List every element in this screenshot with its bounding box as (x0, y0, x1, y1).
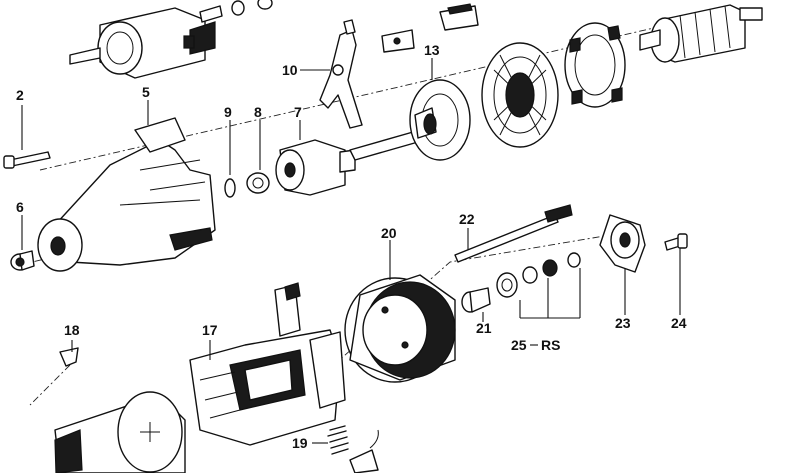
magnet-holder (564, 22, 626, 108)
solenoid-switch (69, 5, 223, 79)
top-washers (231, 0, 273, 16)
callout-17: 17 (202, 322, 218, 338)
callout-6: 6 (16, 199, 24, 215)
thrust-collar (246, 172, 270, 194)
callout-2: 2 (16, 87, 24, 103)
brush-spring (327, 425, 349, 455)
callout-23: 23 (615, 315, 631, 331)
pole-housing (481, 42, 559, 148)
through-bolt (3, 151, 51, 169)
callout-7: 7 (294, 104, 302, 120)
callout-9: 9 (224, 104, 232, 120)
brush-holder (189, 282, 346, 446)
carbon-brush (349, 429, 379, 473)
callout-18: 18 (64, 322, 80, 338)
callout-labels: 2 5 6 7 8 9 10 13 17 18 19 20 21 22 23 2… (16, 42, 687, 451)
engaging-lever (319, 19, 363, 129)
leader-lines (21, 58, 681, 444)
armature-shaft (349, 79, 471, 161)
callout-10: 10 (282, 62, 298, 78)
callout-13: 13 (424, 42, 440, 58)
callout-25-suffix: RS (541, 337, 560, 353)
cap-screw (664, 233, 688, 251)
callout-8: 8 (254, 104, 262, 120)
callout-19: 19 (292, 435, 308, 451)
field-frame (344, 274, 456, 383)
callout-20: 20 (381, 225, 397, 241)
drive-end-housing (37, 117, 216, 272)
commutator-bushing (461, 287, 491, 313)
callout-24: 24 (671, 315, 687, 331)
callout-5: 5 (142, 84, 150, 100)
callout-25: 25 (511, 337, 527, 353)
long-through-bolt (454, 204, 573, 263)
end-cap (599, 214, 646, 273)
shim-set (496, 252, 581, 298)
pinion-drive (275, 139, 356, 196)
callout-21: 21 (476, 320, 492, 336)
stop-ring (224, 178, 236, 198)
commutator-end-cover (54, 391, 186, 473)
small-screw (59, 347, 79, 367)
armature (639, 4, 763, 63)
bushing (10, 250, 35, 271)
callout-22: 22 (459, 211, 475, 227)
brush-clip (439, 3, 479, 31)
small-bracket (381, 29, 415, 53)
